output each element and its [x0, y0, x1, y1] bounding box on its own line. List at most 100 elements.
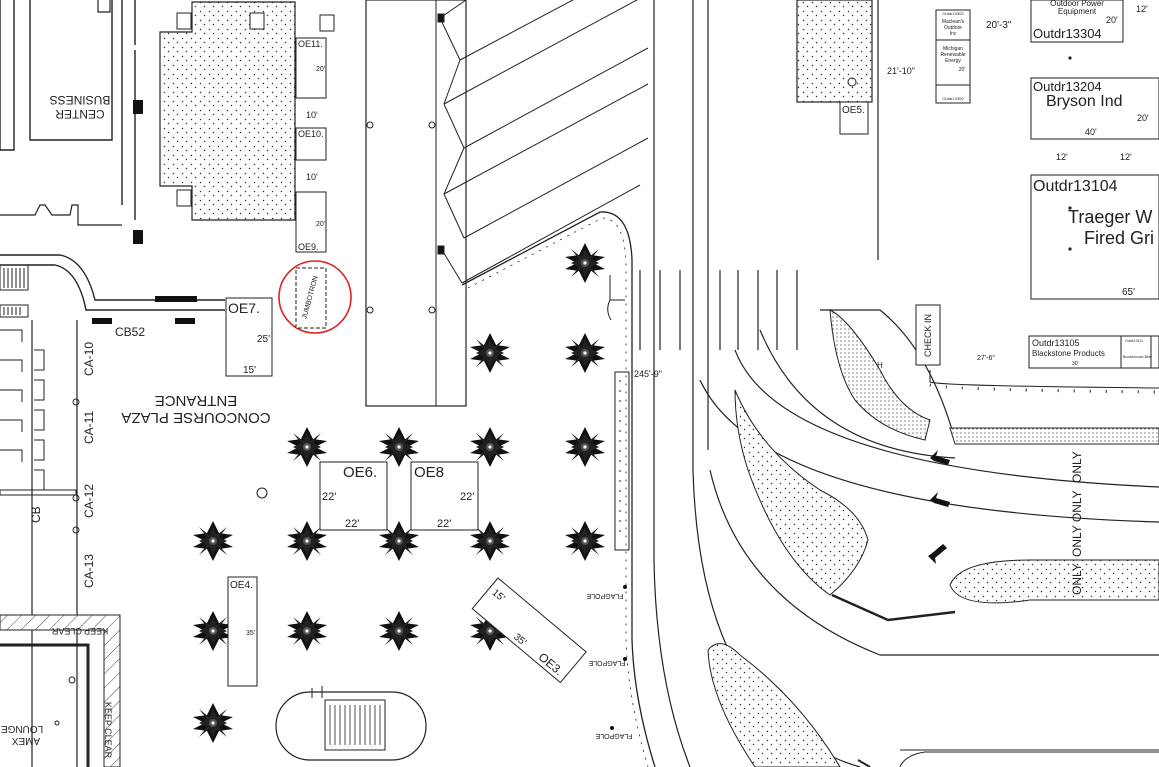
booth-outdr13204-name: Bryson Ind [1046, 93, 1122, 110]
dotted-building-block [159, 1, 335, 221]
booth-oe7-name: OE7. [228, 300, 260, 316]
bottom-right-lane [899, 751, 1159, 767]
booth-oe6-name: OE6. [343, 464, 377, 481]
booth-oe5-name: OE5. [842, 105, 865, 116]
h-label: H [877, 361, 883, 370]
traffic-island-3 [949, 559, 1159, 604]
plaza-curb [461, 211, 656, 767]
power-line2: Equipment [1058, 7, 1097, 16]
mini-1-code: Outdr13303 [942, 11, 964, 16]
diagonal-parking [437, 0, 649, 284]
ca10-label: CA-10 [82, 342, 96, 376]
mini-2-dim: 20' [959, 67, 966, 73]
booth-oe4-name: OE4. [230, 580, 253, 591]
booth-oe7-width: 15' [243, 365, 256, 376]
cb-label: CB [29, 506, 43, 523]
gap-a-label: 10' [306, 110, 318, 120]
booth-oe11[interactable]: OE11. 20' [295, 37, 327, 99]
curb-line [929, 370, 1159, 389]
corridor-ca: CA-10 CA-11 CA-12 CA-13 CB [0, 320, 96, 767]
booth-outdr13111[interactable]: Outdr13111 Brookehouse Beer [1120, 335, 1159, 369]
booth-outdr13104[interactable]: Outdr13104 Traeger W Fired Gri 65' [1030, 174, 1159, 300]
power-dim: 20' [1106, 15, 1118, 25]
booth-oe8-width: 22' [437, 518, 451, 530]
mini-1-line2: Outdoor [944, 25, 962, 31]
lane-only-label-2: ONLY [1070, 563, 1084, 595]
cb52-label: CB52 [115, 325, 145, 339]
booth-oe6[interactable]: OE6. 22' 22' [319, 461, 388, 531]
booth-outdr13104-name1: Traeger W [1068, 207, 1152, 227]
booth-oe3[interactable]: 15' 35' OE3. [471, 577, 587, 684]
curb-dotted-line [929, 383, 1159, 394]
booth-oe4-dim: 35' [246, 630, 255, 637]
booth-oe6-width: 22' [345, 518, 359, 530]
booth-oe7[interactable]: OE7. 25' 15' [225, 297, 273, 377]
dim-20-3-label: 20'-3" [986, 20, 1012, 31]
mini-booths: Outdr13303 Maclean's Outdoor Inc Michiga… [935, 9, 971, 104]
gap-l-label: 12' [1056, 152, 1068, 162]
keep-clear-top-label: KEEP CLEAR [51, 626, 108, 636]
booth-oe11-name: OE11. [298, 39, 323, 49]
booth-oe8-name: OE8 [414, 464, 444, 481]
booth-outdr13105[interactable]: Outdr13105 Blackstone Products 30' [1028, 335, 1122, 369]
concourse-entrance-label: ENTRANCE [155, 392, 238, 409]
concourse-plaza-label: CONCOURSE PLAZA [121, 409, 270, 426]
dim-21-label: 21'-10" [887, 66, 915, 76]
booth-outdr13204-w: 40' [1085, 127, 1097, 137]
booth-outdr13104-name2: Fired Gri [1084, 228, 1154, 248]
booth-outdr13204-code: Outdr13204 [1033, 79, 1102, 94]
booth-oe10[interactable]: OE10. [295, 127, 327, 161]
booth-outdr13105-code: Outdr13105 [1032, 338, 1080, 348]
gap-r-label: 12' [1120, 152, 1132, 162]
booth-oe9-name: OE9. [298, 242, 319, 252]
flagpoles: FLAGPOLE FLAGPOLE FLAGPOLE [586, 585, 632, 739]
booth-oe4[interactable]: OE4. 35' [227, 576, 258, 687]
stair-pavilion [275, 686, 427, 761]
ca13-label: CA-13 [82, 554, 96, 588]
business-center-building: BUSINESS CENTER [0, 0, 225, 324]
keep-clear-side-label: KEEP CLEAR [103, 702, 113, 759]
booth-oe11-dim: 20' [316, 66, 325, 73]
booth-outdr13304-code: Outdr13304 [1033, 26, 1102, 41]
lane-only-label-1: ONLY [1070, 451, 1084, 483]
amex-label: AMEX [12, 735, 41, 746]
booth-outdr13204-h: 20' [1137, 113, 1149, 123]
road-distance-label: 245'-9" [634, 369, 662, 379]
lane-only-label-3: ONLY ONLY [1070, 490, 1084, 557]
mini-2-line3: Energy [945, 58, 961, 64]
fire-hydrant-marker [256, 487, 268, 499]
dotted-block-right [796, 0, 873, 103]
amex-lounge: KEEP CLEAR KEEP CLEAR AMEX LOUNGE [0, 614, 121, 767]
booth-outdr13304[interactable]: Outdoor Power Equipment 20' Outdr13304 [1030, 0, 1124, 43]
flagpole-label-1: FLAGPOLE [586, 592, 623, 599]
power-side-dim: 12' [1136, 4, 1148, 14]
mini-4-code: Outdr13111 [1125, 339, 1143, 343]
power-line1: Outdoor Power [1050, 0, 1104, 8]
traffic-island-4 [707, 643, 841, 767]
booth-outdr13204[interactable]: Outdr13204 Bryson Ind 20' 40' [1030, 77, 1159, 140]
mini-1-line1: Maclean's [942, 19, 965, 25]
central-structure [365, 0, 467, 407]
mini-5-name: Brookehouse Beer [1123, 355, 1153, 359]
booth-outdr13104-code: Outdr13104 [1033, 178, 1118, 195]
ca12-label: CA-12 [82, 484, 96, 518]
flagpole-label-3: FLAGPOLE [595, 732, 632, 739]
booth-oe9[interactable]: 20' OE9. [295, 191, 327, 253]
booth-outdr13105-dim: 30' [1072, 361, 1079, 367]
booth-outdr13105-name: Blackstone Products [1032, 349, 1105, 358]
ca11-label: CA-11 [82, 411, 96, 444]
check-in-booth[interactable]: CHECK IN [915, 304, 941, 366]
mini-3-code: Outdr13300 [942, 96, 964, 101]
lane-arrows [928, 450, 950, 564]
dist-b-label: 27'-6" [977, 355, 995, 362]
mini-2-line2: Renewable [940, 52, 965, 58]
traffic-island-5 [949, 427, 1159, 445]
flagpole-label-2: FLAGPOLE [588, 659, 625, 666]
booth-oe9-dim: 20' [316, 221, 325, 228]
booth-oe5[interactable]: OE5. [839, 101, 869, 135]
jumbotron[interactable]: JUMBOTRON [278, 260, 352, 334]
booth-oe8[interactable]: OE8 22' 22' [410, 461, 479, 531]
booth-oe6-height: 22' [322, 491, 336, 503]
booth-oe10-name: OE10. [298, 129, 324, 139]
